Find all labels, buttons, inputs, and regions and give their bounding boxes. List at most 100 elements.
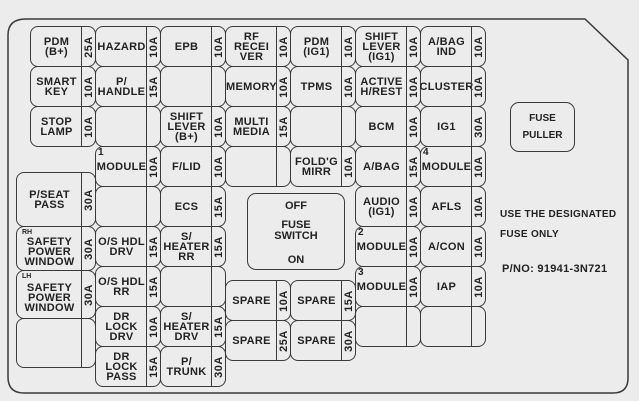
fuse-amp-rating: 15A: [276, 107, 290, 146]
fuse-slot-empty[interactable]: [160, 266, 226, 307]
fuse-amp-rating: 15A: [211, 227, 225, 266]
fuse-amp-text: 30A: [342, 329, 355, 352]
fuse-amp-rating: 10A: [341, 67, 355, 106]
fuse-label: SHIFT LEVER (IG1): [362, 30, 401, 63]
fuse-pdm-b[interactable]: PDM (B+)25A: [30, 26, 96, 67]
fuse-amp-rating: 15A: [406, 147, 420, 186]
fuse-amp-rating: 15A: [146, 347, 160, 386]
fuse-amp-text: 10A: [407, 75, 420, 98]
fuse-epb[interactable]: EPB 10A: [160, 26, 226, 67]
fuse-amp-rating: 30A: [81, 173, 95, 226]
fuse-label: S/ HEATER RR: [163, 230, 210, 263]
fuse-label: SPARE: [297, 334, 336, 347]
fuse-label: HAZARD: [97, 40, 146, 53]
fuse-slot-empty[interactable]: [95, 186, 161, 227]
fuse-amp-rating: 10A: [81, 67, 95, 106]
fuse-amp-rating: 15A: [211, 187, 225, 226]
fuse-amp-text: 10A: [212, 35, 225, 58]
fuse-label: TPMS: [300, 80, 333, 93]
fuse-slot-empty[interactable]: [420, 306, 486, 347]
fuse-label: EPB: [174, 40, 199, 53]
fuse-amp-rating: 10A: [471, 267, 485, 306]
fuse-amp-text: 10A: [212, 115, 225, 138]
fuse-amp-text: 10A: [277, 75, 290, 98]
fuse-amp-rating: 30A: [471, 107, 485, 146]
fuse-puller[interactable]: FUSE PULLER: [510, 102, 575, 152]
fuse-amp-rating: 30A: [211, 347, 225, 386]
fuse-label: A/BAG IND: [428, 35, 465, 58]
fuse-amp-text: 10A: [472, 195, 485, 218]
fuse-a-bag-ind[interactable]: A/BAG IND 10A: [420, 26, 486, 67]
fuse-amp-text: 10A: [472, 35, 485, 58]
fuse-label: ACTIVE H/REST: [360, 75, 403, 98]
fuse-label: IAP: [436, 280, 457, 293]
module-number: 3: [358, 267, 364, 278]
fuse-switch[interactable]: OFF FUSE SWITCH ON: [247, 193, 345, 270]
fuse-active-h-rest[interactable]: ACTIVE H/REST 10A: [355, 66, 421, 107]
fuse-amp-rating: 10A: [406, 187, 420, 226]
fuse-slot-empty[interactable]: [16, 318, 96, 368]
fuse-amp-text: 25A: [277, 329, 290, 352]
fuse-amp-text: 10A: [407, 235, 420, 258]
fuse-label: [96, 107, 147, 146]
fuse-slot-empty[interactable]: [160, 66, 226, 107]
fuse-shift-lever-b[interactable]: SHIFT LEVER (B+)10A: [160, 106, 226, 147]
fuse-spare[interactable]: SPARE 30A: [290, 320, 356, 361]
fuse-tpms[interactable]: TPMS 10A: [290, 66, 356, 107]
fuse-amp-rating: 30A: [341, 321, 355, 360]
fuse-audio-ig1[interactable]: AUDIO (IG1)10A: [355, 186, 421, 227]
fuse-iap[interactable]: IAP 10A: [420, 266, 486, 307]
fuse-label: SAFETY POWER WINDOW: [24, 235, 75, 268]
fuse-slot-empty[interactable]: [355, 306, 421, 347]
fuse-amp-rating: 15A: [146, 267, 160, 306]
fuse-amp-text: 15A: [147, 235, 160, 258]
fuse-shift-lever-ig1[interactable]: SHIFT LEVER (IG1)10A: [355, 26, 421, 67]
fuse-label: MODULE: [421, 160, 472, 173]
fuse-amp-text: 25A: [82, 35, 95, 58]
fuse-amp-text: 15A: [342, 289, 355, 312]
fuse-label: DR LOCK DRV: [105, 310, 138, 343]
fuse-label: [226, 147, 277, 186]
fuse-slot-empty[interactable]: [95, 106, 161, 147]
fuse-amp-rating: 10A: [341, 27, 355, 66]
fuse-pdm-ig1[interactable]: PDM (IG1)10A: [290, 26, 356, 67]
fuse-amp-text: 10A: [277, 289, 290, 312]
fuse-amp-rating: 30A: [81, 227, 95, 270]
fuse-slot-empty[interactable]: [225, 146, 291, 187]
fuse-slot-empty[interactable]: [290, 106, 356, 147]
